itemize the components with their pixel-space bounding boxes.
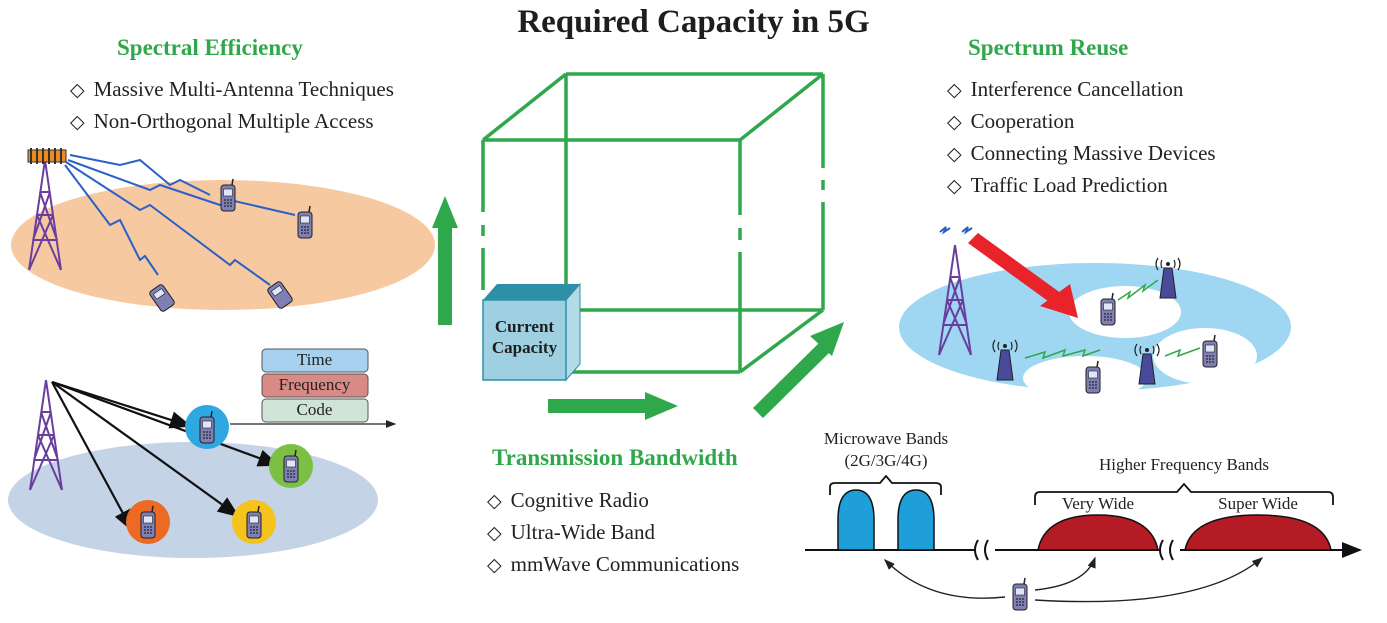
spectrum-reuse-heading: Spectrum Reuse xyxy=(968,35,1129,60)
coverage-area-blue xyxy=(8,442,378,558)
small-cell-area xyxy=(1069,286,1181,338)
current-capacity-label: Current Capacity xyxy=(491,317,558,357)
very-wide-band xyxy=(1037,514,1159,551)
bullet-item: ◇Interference Cancellation xyxy=(947,77,1184,101)
transmission-bandwidth-list: ◇Cognitive Radio ◇Ultra-Wide Band ◇mmWav… xyxy=(487,485,739,581)
required-capacity-cube xyxy=(481,72,825,374)
noma-time-label: Time xyxy=(296,350,333,369)
bullet-item: ◇Traffic Load Prediction xyxy=(947,173,1168,197)
microwave-brace xyxy=(829,474,942,495)
transmission-bandwidth-heading: Transmission Bandwidth xyxy=(492,445,738,470)
higher-band-brace xyxy=(1034,482,1334,505)
very-wide-label: Very Wide xyxy=(1061,494,1135,513)
band-access-arrows xyxy=(884,556,1264,603)
bullet-item: ◇Non-Orthogonal Multiple Access xyxy=(70,109,374,133)
noma-code-label: Code xyxy=(296,400,333,419)
flip-phone-icon xyxy=(149,284,175,312)
phone-icon xyxy=(1012,577,1028,611)
growth-arrows xyxy=(432,196,844,420)
flip-phone-icon xyxy=(267,281,293,309)
bullet-item: ◇Massive Multi-Antenna Techniques xyxy=(70,77,394,101)
small-cell-area xyxy=(1023,356,1147,400)
spectral-efficiency-heading: Spectral Efficiency xyxy=(117,35,303,60)
cooperation-links xyxy=(1024,279,1201,360)
bullet-item: ◇mmWave Communications xyxy=(487,552,740,576)
current-capacity-cube xyxy=(482,282,581,382)
interference-arrow-icon xyxy=(968,233,1078,318)
noma-links xyxy=(51,380,281,532)
higher-frequency-bands-label: Higher Frequency Bands xyxy=(1099,455,1269,474)
super-wide-label: Super Wide xyxy=(1218,494,1298,513)
microwave-band-1 xyxy=(837,489,875,551)
bullet-item: ◇Cooperation xyxy=(947,109,1075,133)
coverage-area-orange xyxy=(11,180,435,310)
super-wide-band xyxy=(1184,514,1332,551)
page-title: Required Capacity in 5G xyxy=(517,4,870,40)
microwave-band-2 xyxy=(897,489,935,551)
spectral-efficiency-list: ◇Massive Multi-Antenna Techniques ◇Non-O… xyxy=(70,74,394,138)
wireless-beams xyxy=(64,154,296,286)
bullet-item: ◇Connecting Massive Devices xyxy=(947,141,1216,165)
bullet-item: ◇Cognitive Radio xyxy=(487,488,649,512)
spectrum-reuse-list: ◇Interference Cancellation ◇Cooperation … xyxy=(947,74,1216,202)
noma-frequency-label: Frequency xyxy=(278,375,351,394)
bullet-item: ◇Ultra-Wide Band xyxy=(487,520,655,544)
antenna-array-icon xyxy=(27,148,67,164)
microwave-bands-label: Microwave Bands (2G/3G/4G) xyxy=(823,429,949,470)
